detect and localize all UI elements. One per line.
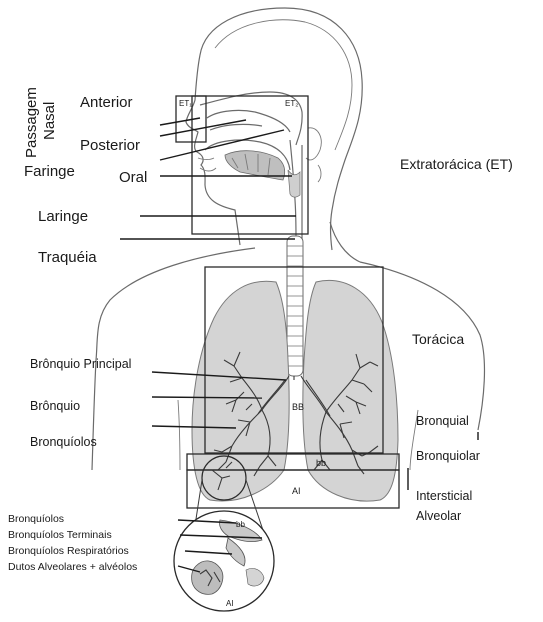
passagem-label: Passagem — [23, 87, 40, 158]
anterior-label: Anterior — [80, 94, 133, 111]
oral-label: Oral — [119, 169, 147, 186]
bronquiolos-label: Bronquíolos — [30, 435, 97, 449]
trachea — [287, 236, 303, 376]
posterior-label: Posterior — [80, 137, 140, 154]
inset-bronquiolos-terminais-label: Bronquíolos Terminais — [8, 529, 112, 541]
intersticial-label: Intersticial — [416, 489, 472, 503]
bronquio-label: Brônquio — [30, 399, 80, 413]
traqueia-label: Traquéia — [38, 249, 97, 266]
bronquiolar-label: Bronquiolar — [416, 449, 480, 463]
nasal-label: Nasal — [41, 102, 58, 140]
inset-bb-label: bb — [236, 520, 245, 529]
inset-dutos-alveolares-label: Dutos Alveolares + alvéolos — [8, 561, 137, 573]
bb-upper-label: BB — [292, 402, 304, 412]
inset-bronquiolos-label: Bronquíolos — [8, 513, 64, 525]
head-airways — [198, 92, 302, 245]
right-lung — [192, 281, 289, 501]
laringe-label: Laringe — [38, 208, 88, 225]
toracica-label: Torácica — [412, 331, 464, 347]
et1-label: ET₁ — [179, 99, 192, 108]
alveolar-label: Alveolar — [416, 509, 461, 523]
bronquial-label: Bronquial — [416, 414, 469, 428]
inset-bronquiolos-respiratorios-label: Bronquíolos Respiratórios — [8, 545, 129, 557]
bb-lower-label: bb — [316, 458, 326, 468]
et2-label: ET₂ — [285, 99, 298, 108]
extratoracica-label: Extratorácica (ET) — [400, 156, 513, 172]
faringe-label: Faringe — [24, 163, 75, 180]
bronquio-principal-label: Brônquio Principal — [30, 357, 131, 371]
inset-ai-label: AI — [226, 599, 234, 608]
ai-label: AI — [292, 486, 301, 496]
